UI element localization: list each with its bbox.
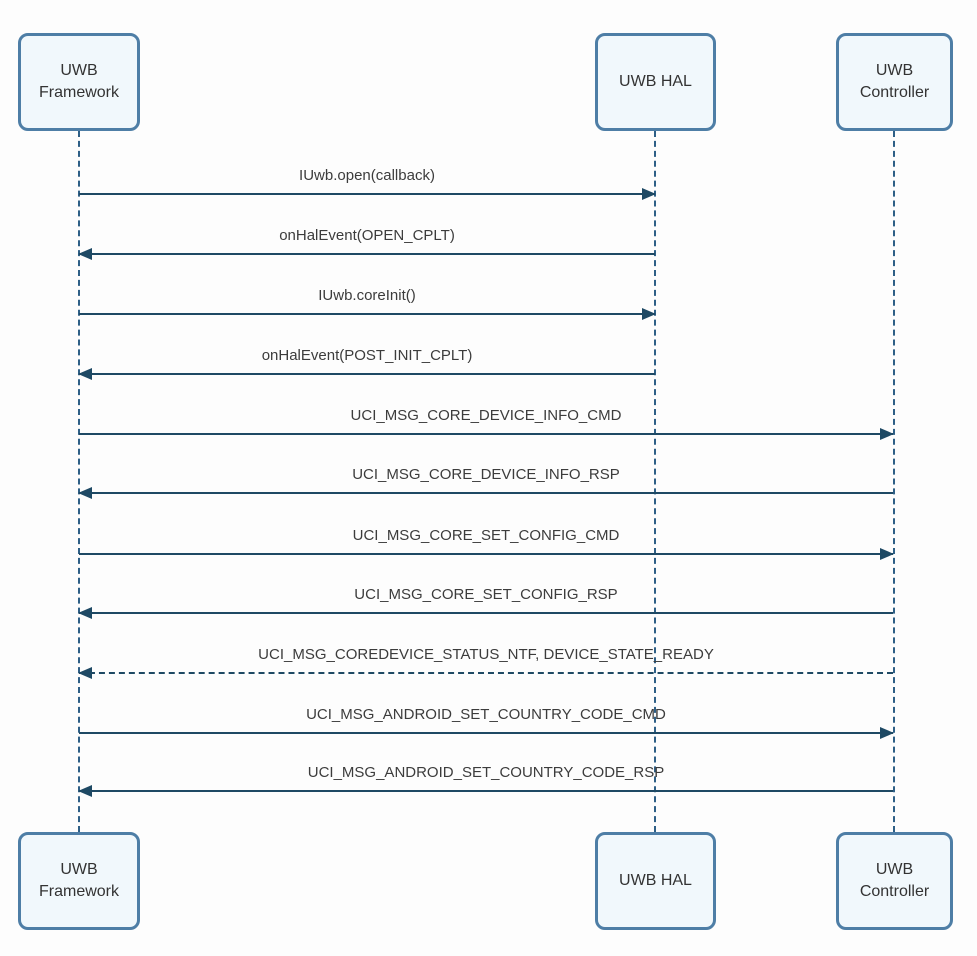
arrowhead-left-icon [78, 248, 92, 260]
actor-uwb-controller-top: UWB Controller [836, 33, 953, 131]
arrowhead-right-icon [642, 308, 656, 320]
message-label: IUwb.coreInit() [318, 287, 416, 304]
message-device-status-ntf: UCI_MSG_COREDEVICE_STATUS_NTF, DEVICE_ST… [78, 646, 893, 679]
actor-uwb-hal-bottom: UWB HAL [595, 832, 716, 930]
message-line [79, 193, 655, 195]
arrowhead-right-icon [642, 188, 656, 200]
message-onhalevent-open-cplt: onHalEvent(OPEN_CPLT) [78, 227, 655, 260]
message-line [79, 553, 893, 555]
message-core-set-config-rsp: UCI_MSG_CORE_SET_CONFIG_RSP [78, 586, 893, 619]
message-line [79, 790, 893, 792]
message-line [79, 672, 893, 674]
message-core-set-config-cmd: UCI_MSG_CORE_SET_CONFIG_CMD [79, 527, 894, 560]
arrowhead-left-icon [78, 368, 92, 380]
message-label: onHalEvent(POST_INIT_CPLT) [261, 347, 473, 364]
lifeline-uwb-framework [78, 131, 80, 832]
actor-uwb-framework-bottom: UWB Framework [18, 832, 140, 930]
message-line [79, 253, 655, 255]
arrowhead-right-icon [880, 727, 894, 739]
message-line [79, 612, 893, 614]
actor-label: UWB Framework [38, 861, 119, 900]
message-line [79, 433, 893, 435]
arrowhead-right-icon [880, 548, 894, 560]
actor-uwb-framework-top: UWB Framework [18, 33, 140, 131]
message-label: onHalEvent(OPEN_CPLT) [279, 227, 455, 244]
message-iuwb-open: IUwb.open(callback) [79, 167, 656, 200]
lifeline-uwb-hal [654, 131, 656, 832]
actor-label: UWB Controller [859, 861, 930, 900]
message-label: UCI_MSG_COREDEVICE_STATUS_NTF, DEVICE_ST… [258, 646, 714, 663]
message-line [79, 492, 893, 494]
message-android-set-country-code-cmd: UCI_MSG_ANDROID_SET_COUNTRY_CODE_CMD [79, 706, 894, 739]
actor-label: UWB Framework [38, 62, 119, 101]
arrowhead-left-icon [78, 607, 92, 619]
message-label: UCI_MSG_CORE_DEVICE_INFO_RSP [352, 466, 620, 483]
arrowhead-right-icon [880, 428, 894, 440]
message-core-device-info-cmd: UCI_MSG_CORE_DEVICE_INFO_CMD [79, 407, 894, 440]
message-label: UCI_MSG_CORE_SET_CONFIG_CMD [352, 527, 620, 544]
actor-uwb-hal-top: UWB HAL [595, 33, 716, 131]
message-line [79, 732, 893, 734]
message-line [79, 313, 655, 315]
message-label: UCI_MSG_CORE_SET_CONFIG_RSP [354, 586, 618, 603]
actor-label: UWB HAL [619, 872, 692, 890]
message-label: UCI_MSG_ANDROID_SET_COUNTRY_CODE_RSP [307, 764, 665, 781]
arrowhead-left-icon [78, 785, 92, 797]
actor-label: UWB Controller [859, 62, 930, 101]
actor-uwb-controller-bottom: UWB Controller [836, 832, 953, 930]
message-label: UCI_MSG_ANDROID_SET_COUNTRY_CODE_CMD [306, 706, 666, 723]
arrowhead-left-icon [78, 667, 92, 679]
lifeline-uwb-controller [893, 131, 895, 832]
message-label: UCI_MSG_CORE_DEVICE_INFO_CMD [350, 407, 622, 424]
message-android-set-country-code-rsp: UCI_MSG_ANDROID_SET_COUNTRY_CODE_RSP [78, 764, 893, 797]
message-iuwb-coreinit: IUwb.coreInit() [79, 287, 656, 320]
actor-label: UWB HAL [619, 73, 692, 91]
message-core-device-info-rsp: UCI_MSG_CORE_DEVICE_INFO_RSP [78, 466, 893, 499]
message-line [79, 373, 655, 375]
message-label: IUwb.open(callback) [299, 167, 435, 184]
message-onhalevent-post-init-cplt: onHalEvent(POST_INIT_CPLT) [78, 347, 655, 380]
arrowhead-left-icon [78, 487, 92, 499]
